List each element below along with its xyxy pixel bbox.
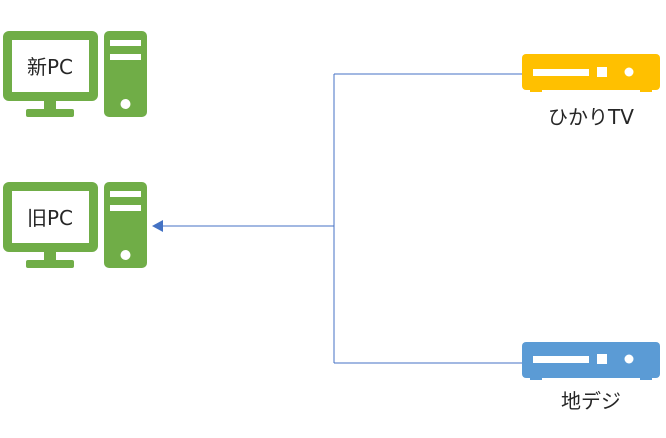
old-pc-label: 旧PC [27,206,73,230]
hikari-tv-box-icon [522,54,660,92]
old-pc-icon [3,182,147,268]
new-pc-label: 新PC [27,55,73,79]
chideji-label: 地デジ [561,389,621,413]
connector-lines [163,73,522,364]
chideji-box-icon [522,342,660,380]
arrowhead-icon [152,220,163,232]
new-pc-icon [3,31,147,117]
hikari-tv-label: ひかりTV [548,105,634,129]
